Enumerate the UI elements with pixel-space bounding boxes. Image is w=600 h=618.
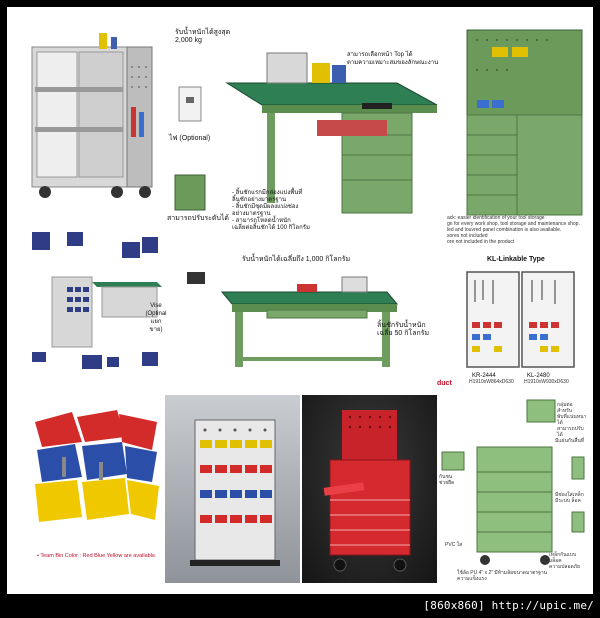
- bin-rack-illustration: [190, 419, 280, 566]
- workbench-illustration: [174, 52, 438, 214]
- footer-watermark: [860x860] http://upic.me/: [423, 599, 594, 612]
- bins-caption: • Team Bin Color : Red Blue Yellow are a…: [37, 553, 157, 559]
- catalog-collage: รับน้ำหนักได้สูงสุด 2,000 kg สามารถเลือก…: [7, 7, 593, 594]
- red-trolley-illustration: [323, 410, 411, 572]
- linkable-illustration: [466, 271, 575, 368]
- bins-illustration: [35, 410, 159, 522]
- heavy-bench-illustration: [187, 272, 399, 367]
- linkable-pegboard-photo: KL-Linkable Type: [437, 252, 587, 392]
- green-label-bumper: กันชน ช่วยยืด: [439, 474, 455, 486]
- linkable-title: KL-Linkable Type: [487, 256, 545, 263]
- green-label-lock: กลุ่มต่อ สำหรับ พับที่แน่นหนาได้ สามารถป…: [557, 402, 587, 438]
- linkable-left-model: KR-2444: [472, 373, 496, 379]
- tool-cart-illustration: [31, 33, 153, 198]
- bench-drawer-label: - ลิ้นชักแรกมีกล่องแบ่งพื้นที่ ลิ้นชักอย…: [232, 190, 310, 231]
- green-trolley-illustration: [441, 399, 585, 565]
- bench-top-label: สามารถเลือกหน้า Top ได้ ตามความเหมาะสมขอ…: [347, 52, 439, 66]
- linkable-right-model: KL-2480: [527, 373, 550, 379]
- linkable-product-tag: duct: [437, 380, 452, 387]
- heavy-load-label: รับน้ำหนักได้เฉลี่ยถึง 1,000 กิโลกรัม: [242, 256, 351, 263]
- tool-cart-photo: [27, 27, 162, 202]
- bench-optional-label: ไฟ (Optional): [169, 135, 211, 142]
- workbench-photo: รับน้ำหนักได้สูงสุด 2,000 kg สามารถเลือก…: [167, 25, 452, 257]
- green-label-pvc: PVC ใส: [445, 542, 463, 548]
- green-label-latch: มีช่องใส่เหล็ก มีระบบ ล็อค: [555, 492, 584, 504]
- cabinet-description: ack: easier identification of your tool …: [447, 215, 580, 245]
- green-label-safety: เหล็กกันแบบบล็อค ความปลอดภัย: [549, 552, 580, 570]
- green-label-mat: มีแผ่นกันลื่นที่: [555, 438, 585, 444]
- bench-load-label: รับน้ำหนักได้สูงสุด 2,000 kg: [175, 29, 231, 44]
- linkable-left-dims: H1910xW864xD630: [469, 379, 514, 385]
- heavy-duty-bench-photo: รับน้ำหนักได้เฉลี่ยถึง 1,000 กิโลกรัม ลิ…: [167, 252, 437, 382]
- station-vise-label: Vise (Optinal แยกขาย): [145, 303, 167, 333]
- workstation-illustration: [32, 232, 162, 369]
- bin-rack-photo: [165, 395, 300, 583]
- bench-adjust-label: สามารถปรับระดับได้: [167, 215, 229, 222]
- heavy-drawer-label: ลิ้นชักรับน้ำหนัก เฉลี่ย 50 กิโลกรัม: [377, 322, 430, 337]
- red-tool-trolley-photo: [302, 395, 437, 583]
- green-tool-trolley-photo: กลุ่มต่อ สำหรับ พับที่แน่นหนาได้ สามารถป…: [437, 392, 587, 587]
- linkable-right-dims: H1910xW930xD630: [524, 379, 569, 385]
- pegboard-cabinet-illustration: [466, 29, 583, 216]
- workstation-photo: Vise (Optinal แยกขาย): [27, 227, 167, 392]
- green-label-wheels: ใช้ล้อ PU 4" x 2" มีห้ามล้อขนาดมาตรฐาน ค…: [457, 570, 548, 582]
- pegboard-cabinet-photo: ack: easier identification of your tool …: [447, 25, 587, 250]
- storage-bins-photo: • Team Bin Color : Red Blue Yellow are a…: [27, 402, 167, 567]
